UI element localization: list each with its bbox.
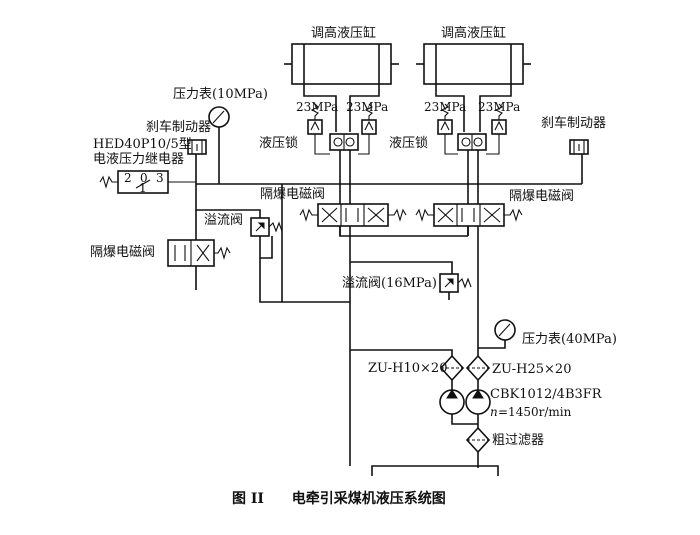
figure-number: 图 II (232, 491, 264, 507)
figure-caption: 图 II 电牵引采煤机液压系统图 (232, 488, 446, 508)
high-gauge-label: 压力表(40MPa) (522, 332, 617, 347)
filter-zu-h25 (465, 354, 491, 382)
relay-pin-2: 2 (124, 171, 132, 185)
right-safety-valves (437, 103, 507, 135)
pressure-relay (99, 170, 196, 194)
hydraulic-lock-label-inner: 液压锁 (389, 135, 428, 151)
gear-pump-left (439, 389, 465, 415)
small-relief-valve (250, 217, 283, 237)
explosion-proof-valve-label-left: 隔爆电磁阀 (90, 245, 155, 260)
relief-valve-16mpa (439, 273, 472, 300)
pressure-label-right-b: 23MPa (478, 100, 520, 114)
low-pressure-gauge (208, 106, 230, 184)
gear-pump-right (465, 389, 491, 415)
cylinder-port-lines (303, 84, 512, 132)
relay-pin-1: 1 (139, 181, 147, 195)
pressure-label-right-a: 23MPa (424, 100, 466, 114)
filter-to-pump-lines (451, 380, 479, 390)
high-pressure-gauge (478, 319, 516, 349)
right-cylinder-label: 调高液压缸 (441, 25, 506, 41)
filter-zu-h25-label: ZU-H25×20 (492, 362, 571, 377)
relief-16-label: 溢流阀(16MPa) (342, 276, 437, 291)
left-hydraulic-lock (314, 133, 370, 155)
pump-speed-value: =1450r/min (498, 405, 572, 419)
explosion-proof-valve-label-mid: 隔爆电磁阀 (260, 187, 325, 202)
right-brake-label: 刹车制动器 (541, 115, 606, 131)
explosion-proof-valve-label-right: 隔爆电磁阀 (509, 189, 574, 204)
filter-zu-h10-label: ZU-H10×20 (368, 361, 447, 376)
relay-name-label: 电液压力继电器 (93, 152, 184, 167)
pump-speed-symbol: n (490, 405, 498, 419)
right-brake (569, 139, 589, 155)
oil-tank (349, 350, 499, 476)
relay-model-label: HED40P10/5型 (93, 137, 192, 152)
left-brake (187, 139, 207, 155)
relief-valve-label: 溢流阀 (204, 213, 243, 228)
coarse-filter-label: 粗过滤器 (492, 433, 544, 448)
relay-pin-0: 0 (140, 171, 148, 185)
explosion-proof-valve-left-mid (299, 203, 407, 227)
explosion-proof-valve-right-mid (415, 203, 523, 227)
pressure-label-left-b: 23MPa (346, 100, 388, 114)
explosion-proof-valve-left (167, 239, 231, 290)
figure-title: 电牵引采煤机液压系统图 (291, 491, 446, 507)
right-hydraulic-lock (444, 133, 500, 155)
left-brake-label: 刹车制动器 (146, 119, 211, 135)
left-safety-valves (307, 103, 377, 135)
left-cylinder-label: 调高液压缸 (311, 25, 376, 41)
pump-model-label: CBK1012/4B3FR (490, 387, 603, 402)
left-height-cylinder (284, 43, 399, 85)
relief-16-lines (350, 261, 453, 274)
hydraulic-lock-label-outer: 液压锁 (259, 135, 298, 151)
right-height-cylinder (416, 43, 531, 85)
relay-pin-3: 3 (156, 171, 164, 185)
coarse-filter (465, 426, 491, 468)
pump-supply-lines (349, 310, 479, 356)
valve-return-lines (339, 226, 479, 310)
pump-suction-lines (451, 414, 479, 428)
low-gauge-label: 压力表(10MPa) (173, 87, 268, 102)
